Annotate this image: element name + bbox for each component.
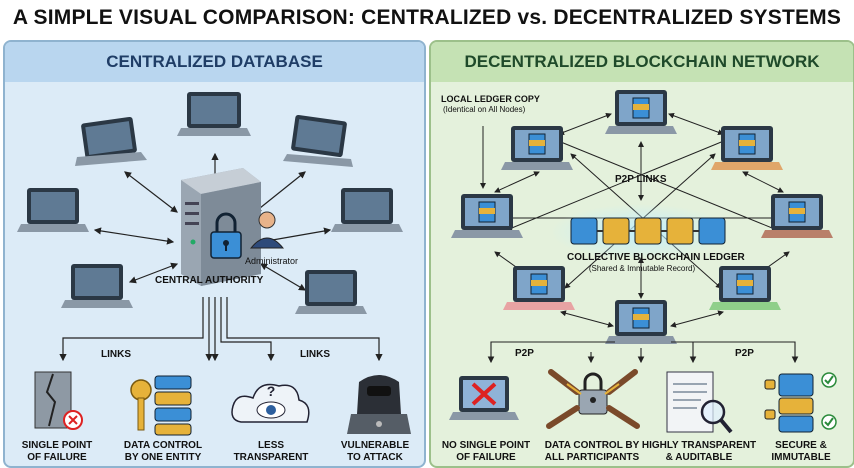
blockchain-icon: [570, 217, 726, 245]
feature-line1: SECURE &: [775, 440, 827, 451]
feature-line2: OF FAILURE: [456, 452, 516, 463]
feature-line1: SINGLE POINT: [21, 440, 93, 451]
links-label-left: LINKS: [101, 349, 131, 360]
p2p-label-left: P2P: [515, 348, 534, 359]
blockchain-ledger-subtitle: (Shared & Immutable Record): [588, 264, 696, 273]
document-magnifier-icon: [666, 371, 733, 434]
laptop-icon: [75, 116, 147, 166]
feature-line2: BY ONE ENTITY: [124, 452, 202, 463]
key-database-icon: [130, 375, 192, 436]
blockchain-ledger-title: COLLECTIVE BLOCKCHAIN LEDGER: [567, 252, 745, 263]
feature-secure-label: SECURE &IMMUTABLE: [753, 440, 849, 464]
decentralized-panel: DECENTRALIZED BLOCKCHAIN NETWORK: [429, 40, 854, 468]
administrator-icon: [249, 211, 285, 249]
node-laptop-icon: [501, 126, 573, 170]
feature-line2: TRANSPARENT: [233, 452, 309, 463]
feature-line2: & AUDITABLE: [665, 452, 733, 463]
decentralized-header: DECENTRALIZED BLOCKCHAIN NETWORK: [431, 42, 853, 82]
node-laptop-icon: [711, 126, 783, 170]
feature-line1: HIGHLY TRANSPARENT: [641, 440, 757, 451]
centralized-header: CENTRALIZED DATABASE: [5, 42, 424, 82]
laptop-icon: [295, 270, 367, 314]
node-laptop-icon: [709, 266, 781, 310]
central-server-icon: [181, 168, 261, 286]
svg-text:?: ?: [267, 383, 276, 399]
feature-line1: DATA CONTROL: [123, 440, 203, 451]
node-laptop-icon: [605, 300, 677, 344]
laptop-icon: [331, 188, 403, 232]
laptop-icon: [177, 92, 251, 136]
feature-line2: OF FAILURE: [27, 452, 87, 463]
node-laptop-icon: [451, 194, 523, 238]
feature-line1: LESS: [257, 440, 285, 451]
ledger-copy-subtitle: (Identical on All Nodes): [443, 105, 526, 114]
administrator-label: Administrator: [245, 256, 299, 266]
node-laptop-icon: [605, 90, 677, 134]
p2p-links-label: P2P LINKS: [615, 174, 667, 185]
feature-line2: IMMUTABLE: [771, 452, 831, 463]
feature-line2: TO ATTACK: [347, 452, 403, 463]
hacker-icon: [347, 375, 411, 434]
feature-transparent-label: HIGHLY TRANSPARENT& AUDITABLE: [641, 440, 757, 464]
node-laptop-icon: [503, 266, 575, 310]
feature-line1: VULNERABLE: [340, 440, 410, 451]
feature-line1: NO SINGLE POINT: [441, 440, 531, 451]
decentralized-diagram: [449, 90, 837, 434]
shared-lock-icon: [546, 369, 640, 429]
broken-server-icon: [34, 371, 83, 430]
secure-blocks-icon: [764, 372, 837, 433]
laptop-x-icon: [449, 376, 519, 420]
cloud-eye-icon: ?: [231, 383, 310, 423]
feature-line1: DATA CONTROL BY: [544, 440, 640, 451]
laptop-icon: [61, 264, 133, 308]
laptop-icon: [17, 188, 89, 232]
node-laptop-icon: [761, 194, 833, 238]
feature-line2: ALL PARTICIPANTS: [544, 452, 640, 463]
ledger-copy-title: LOCAL LEDGER COPY: [441, 94, 540, 104]
centralized-diagram: ?: [17, 92, 411, 436]
links-label-right: LINKS: [300, 349, 330, 360]
p2p-label-right: P2P: [735, 348, 754, 359]
central-authority-label: CENTRAL AUTHORITY: [155, 275, 264, 286]
page-title: A SIMPLE VISUAL COMPARISON: CENTRALIZED …: [12, 6, 842, 29]
centralized-panel: CENTRALIZED DATABASE: [3, 40, 426, 468]
laptop-icon: [283, 114, 353, 167]
